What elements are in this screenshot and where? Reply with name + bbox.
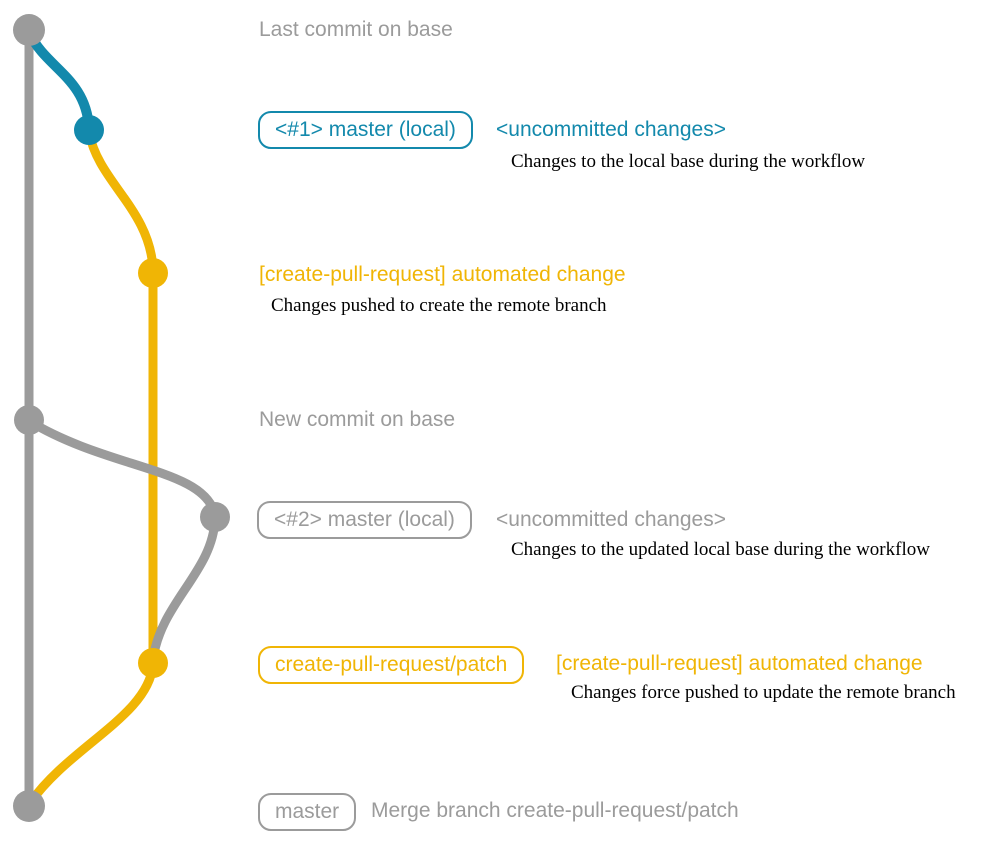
commit-message-automated-2: [create-pull-request] automated change xyxy=(556,652,923,675)
uncommitted-branch-1-line xyxy=(25,29,94,133)
branch-label-master-local-2: <#2> master (local) xyxy=(257,501,472,539)
commit-dot-patch-2 xyxy=(138,648,168,678)
branch-label-create-pull-request-patch: create-pull-request/patch xyxy=(258,646,525,684)
tag-uncommitted-changes-2: <uncommitted changes> xyxy=(496,508,726,531)
note-updated-local-base: Changes to the updated local base during… xyxy=(511,539,930,560)
patch-branch-create-line xyxy=(84,127,158,273)
patch-merge-line xyxy=(25,660,158,808)
branch-label-master-local-1: <#1> master (local) xyxy=(258,111,473,149)
commit-dot-patch-1 xyxy=(138,258,168,288)
branch-label-text: master xyxy=(275,800,340,823)
tag-uncommitted-changes-1: <uncommitted changes> xyxy=(496,118,726,141)
commit-dot-uncommitted-2 xyxy=(200,502,230,532)
commit-dot-uncommitted-1 xyxy=(74,115,104,145)
commit-message-last-base: Last commit on base xyxy=(259,18,453,41)
commit-message-new-base: New commit on base xyxy=(259,408,456,431)
commit-dot-merge xyxy=(13,790,45,822)
note-force-pushed: Changes force pushed to update the remot… xyxy=(571,682,956,703)
uncommitted-branch-2-line xyxy=(24,416,220,520)
note-local-base: Changes to the local base during the wor… xyxy=(511,151,866,172)
branch-label-text: <#2> master (local) xyxy=(274,508,455,531)
branch-label-text: create-pull-request/patch xyxy=(275,653,508,676)
commit-message-automated-1: [create-pull-request] automated change xyxy=(259,263,626,286)
commit-dot-last-base xyxy=(13,14,45,46)
branch-label-master: master xyxy=(258,793,357,831)
note-pushed-create: Changes pushed to create the remote bran… xyxy=(271,295,607,316)
commit-dot-new-base xyxy=(14,405,44,435)
branch-label-text: <#1> master (local) xyxy=(275,118,456,141)
uncommitted-2-to-patch-line xyxy=(148,514,220,665)
commit-message-merge: Merge branch create-pull-request/patch xyxy=(371,799,739,822)
